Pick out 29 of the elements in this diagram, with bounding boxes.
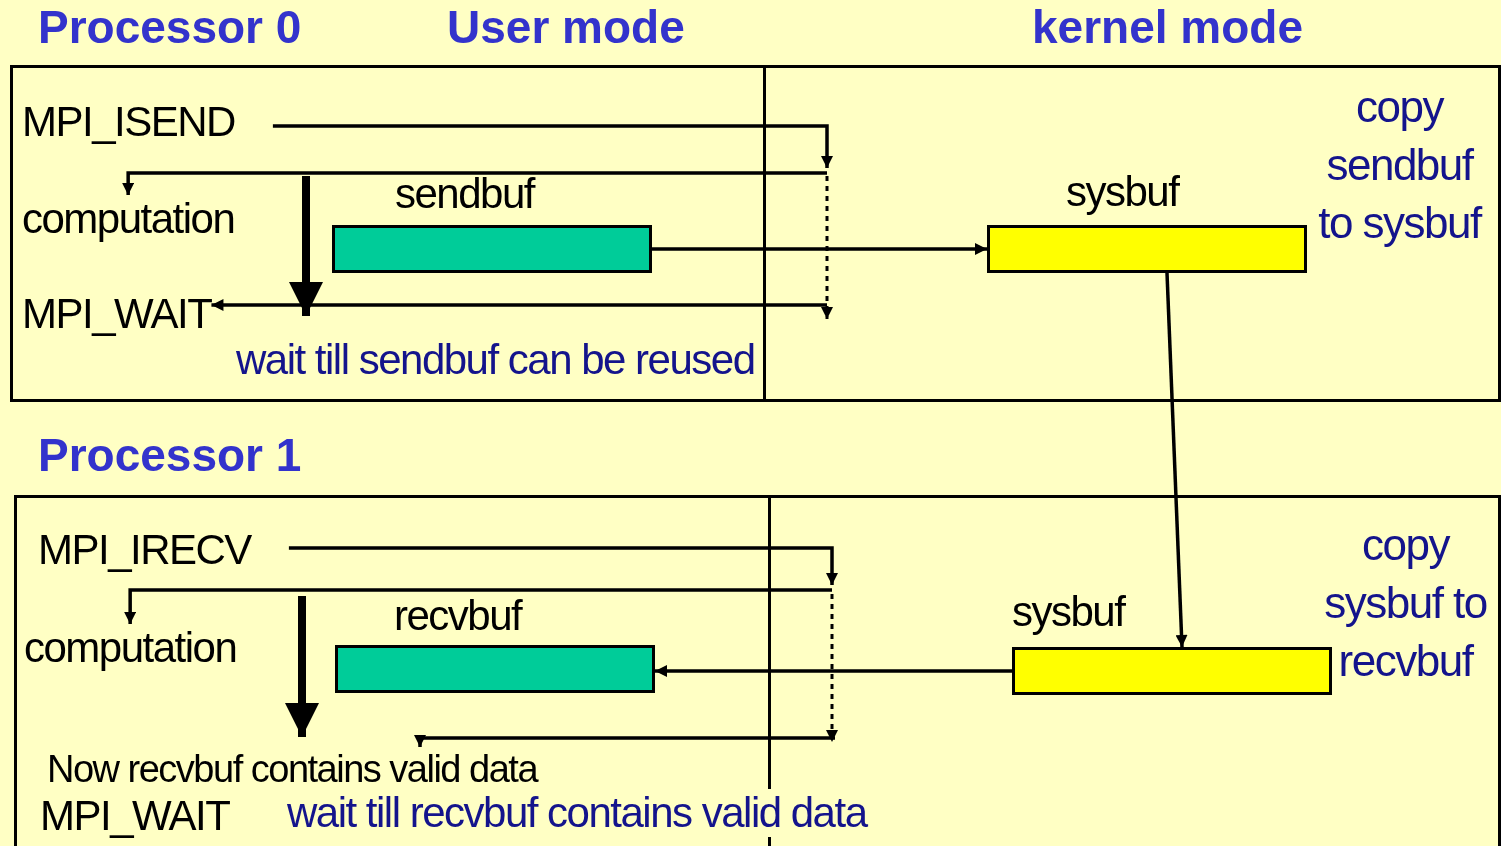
edge-label: wait till sendbuf can be reused	[236, 336, 755, 384]
note-text: wait till recvbuf contains valid data	[287, 789, 867, 837]
call-label: Now recvbuf contains valid data	[47, 747, 537, 791]
column-heading: User mode	[447, 0, 685, 54]
buffer-label: recvbuf	[394, 592, 522, 640]
call-label: computation	[22, 195, 235, 243]
buffer-label: sysbuf	[1066, 168, 1179, 216]
call-label: MPI_IRECV	[38, 526, 251, 574]
note-text: copy sysbuf to recvbuf	[1323, 519, 1488, 687]
call-label: MPI_ISEND	[22, 98, 235, 146]
arrow	[124, 588, 832, 624]
call-label: MPI_WAIT	[22, 290, 212, 338]
panel-frame	[10, 65, 1501, 402]
arrow	[288, 546, 838, 585]
arrow	[655, 665, 1012, 677]
panel-heading: Processor 1	[38, 428, 302, 482]
buffer-label: sendbuf	[395, 170, 534, 218]
buffer-label: sysbuf	[1012, 588, 1125, 636]
arrow	[414, 735, 835, 747]
arrow	[272, 124, 833, 168]
column-heading: kernel mode	[1032, 0, 1303, 54]
call-label: computation	[24, 624, 237, 672]
call-label: MPI_WAIT	[40, 792, 230, 840]
arrow	[122, 171, 827, 195]
arrow	[211, 299, 827, 311]
arrow	[1165, 272, 1188, 648]
arrow	[652, 243, 987, 255]
note-text: copy sendbuf to sysbuf	[1317, 81, 1482, 249]
panel-heading: Processor 0	[38, 0, 302, 54]
